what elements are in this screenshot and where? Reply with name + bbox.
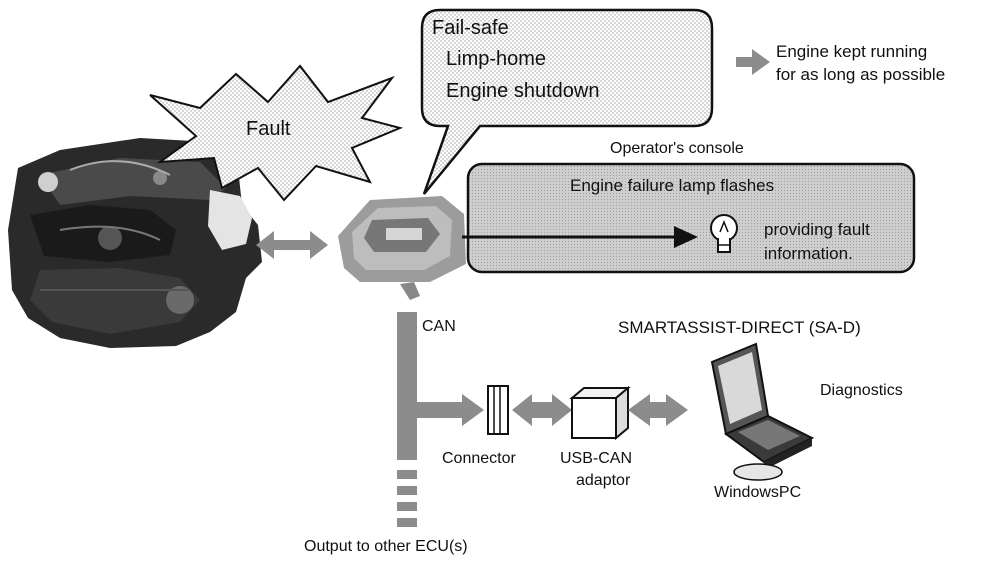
can-label: CAN xyxy=(422,318,456,335)
light-bulb-icon xyxy=(710,214,738,253)
can-bus-dash xyxy=(397,470,417,479)
ecu-image xyxy=(338,196,466,300)
result-text-line1: Engine kept running xyxy=(776,42,928,61)
laptop-icon xyxy=(710,342,815,481)
adaptor-label-line1: USB-CAN xyxy=(560,450,633,467)
operator-console-panel xyxy=(466,162,916,274)
engine-image xyxy=(8,138,262,348)
result-arrow xyxy=(736,49,770,75)
fail-safe-bubble xyxy=(420,8,714,195)
console-title: Operator's console xyxy=(610,140,744,157)
result-text-line2: for as long as possible xyxy=(776,65,946,84)
can-bus-dash xyxy=(397,502,417,511)
sa-d-title: SMARTASSIST-DIRECT (SA-D) xyxy=(618,318,861,337)
fault-label: Fault xyxy=(246,118,291,140)
ecu-to-lamp-arrow xyxy=(462,226,698,248)
can-bus-dash xyxy=(397,486,417,495)
fault-starburst xyxy=(149,64,404,202)
adaptor-pc-arrow xyxy=(628,394,688,426)
can-bus-line xyxy=(397,312,417,460)
engine-ecu-arrow xyxy=(256,231,328,259)
can-bus-dash xyxy=(397,518,417,527)
diagnostics-label: Diagnostics xyxy=(820,382,903,399)
can-to-connector-arrow xyxy=(417,394,484,426)
bubble-limp-home: Limp-home xyxy=(446,48,547,70)
console-info-line1: providing fault xyxy=(764,220,870,239)
connector-label: Connector xyxy=(442,450,516,467)
windows-pc-label: WindowsPC xyxy=(714,484,802,501)
bubble-fail-safe: Fail-safe xyxy=(432,17,509,39)
console-info-line2: information. xyxy=(764,244,853,263)
connector-icon xyxy=(487,385,509,435)
usb-can-adaptor-icon xyxy=(569,385,631,441)
output-label: Output to other ECU(s) xyxy=(304,538,468,555)
connector-adaptor-arrow xyxy=(512,394,572,426)
adaptor-label-line2: adaptor xyxy=(576,472,631,489)
bubble-engine-shutdown: Engine shutdown xyxy=(446,80,600,102)
console-lamp-text: Engine failure lamp flashes xyxy=(570,176,775,195)
